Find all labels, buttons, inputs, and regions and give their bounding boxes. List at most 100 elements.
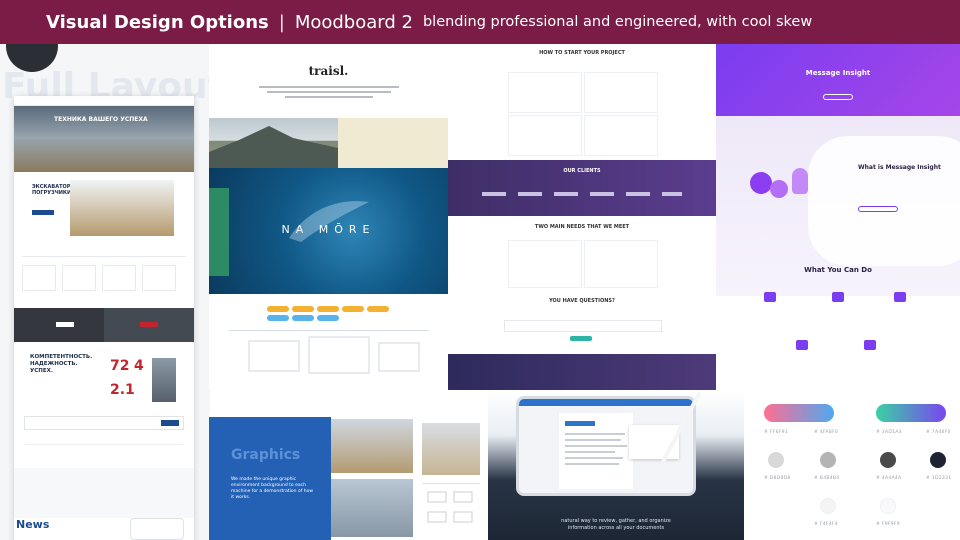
feature-icon (864, 340, 876, 350)
construction-site-mockup: Full Layout ТЕХНИКА ВАШЕГО УСПЕХА ЭКСКАВ… (0, 44, 210, 540)
card (102, 265, 136, 291)
insight-hero: Message Insight (716, 44, 960, 116)
gear-icon (770, 180, 788, 198)
product-section: ЭКСКАВАТОРЫ-ПОГРУЗЧИКИ (14, 172, 194, 240)
document-lines (565, 421, 627, 465)
feature-card (508, 72, 582, 113)
hero-button (823, 94, 853, 100)
tag-pill (292, 315, 314, 321)
ocean-photo: NA MŌRE (209, 168, 448, 294)
tag-pill (317, 315, 339, 321)
card (62, 265, 96, 291)
feature-card (584, 72, 658, 113)
section-heading: HOW TO START YOUR PROJECT (539, 50, 625, 56)
stat-value: 72 (110, 358, 130, 374)
news-heading: News (16, 518, 50, 531)
machine-sketches (422, 483, 480, 533)
hex-label: # F4F4F4 (814, 522, 838, 527)
graphics-title: Graphics (231, 447, 301, 463)
hex-label: # 3AD1A3 (876, 430, 902, 435)
insight-title: Message Insight (805, 69, 871, 77)
traisl-logo: traisl. (308, 64, 349, 78)
green-side-bar (209, 188, 229, 276)
hex-label: # FF6F91 (764, 430, 788, 435)
color-swatch (930, 452, 946, 468)
title-separator: | (278, 11, 285, 33)
hero-heading: ТЕХНИКА ВАШЕГО УСПЕХА (54, 116, 148, 123)
feature-card (508, 115, 582, 156)
tag-pill (292, 306, 314, 312)
needs-grid (508, 240, 658, 288)
section-heading: OUR CLIENTS (563, 168, 601, 174)
tag-pill (317, 306, 339, 312)
slide-title: Visual Design Options (46, 11, 269, 33)
stat-value: 2.1 (110, 382, 135, 398)
what-is-section: What is Message Insight (716, 116, 960, 296)
submit-button (570, 336, 592, 341)
dark-banner (14, 308, 194, 342)
color-swatch (768, 452, 784, 468)
need-card (584, 240, 658, 288)
subscribe-button (161, 420, 179, 426)
client-logos (482, 192, 682, 196)
product-heading: ЭКСКАВАТОРЫ-ПОГРУЗЧИКИ (32, 184, 78, 196)
need-card (508, 240, 582, 288)
tablet-device (516, 396, 696, 496)
forklift-photo (331, 479, 413, 537)
subscribe-bar (24, 416, 184, 430)
color-swatch (820, 452, 836, 468)
color-swatch (880, 498, 896, 514)
project-site-mockup: HOW TO START YOUR PROJECT OUR CLIENTS TW… (448, 44, 716, 390)
banner-button (56, 322, 74, 327)
tablet-caption: natural way to review, gather, and organ… (488, 518, 744, 531)
feature-icon (764, 292, 776, 302)
card (142, 265, 176, 291)
site-nav (14, 96, 194, 106)
color-palette: # FF6F91 # 4FA8F0 # 3AD1A3 # 7A46F0 # D8… (744, 390, 960, 540)
tag-pill (342, 306, 364, 312)
message-insight-mockup: Message Insight What is Message Insight … (716, 44, 960, 390)
slide-description: blending professional and engineered, wi… (422, 14, 813, 30)
section-heading: TWO MAIN NEEDS THAT WE MEET (534, 224, 630, 230)
learn-button (858, 206, 898, 212)
tag-pill (267, 315, 289, 321)
slide-subtitle: Moodboard 2 (294, 11, 413, 33)
cream-panel (338, 118, 448, 168)
gear-icon (750, 172, 772, 194)
mountain-shape (209, 126, 338, 168)
section-heading: YOU HAVE QUESTIONS? (549, 298, 615, 304)
intro-text-lines (259, 86, 399, 98)
caption-line: information across all your documents (567, 524, 665, 531)
floor-plan-sketch (229, 330, 429, 384)
tablet-mockup: natural way to review, gather, and organ… (488, 390, 744, 540)
banner-button (140, 322, 158, 327)
product-button (32, 210, 54, 215)
excavator-photo (422, 423, 480, 475)
ocean-word: NA MŌRE (281, 223, 376, 236)
card (22, 265, 56, 291)
tag-pills (267, 306, 397, 321)
color-swatch (820, 498, 836, 514)
feature-icon (832, 292, 844, 302)
feature-icon (796, 340, 808, 350)
stat-value: 4 (134, 358, 144, 374)
color-swatch (880, 452, 896, 468)
white-blob (808, 136, 960, 266)
graphics-blue-block: Graphics We made the unique graphic envi… (209, 417, 331, 540)
graphics-mockup: Graphics We made the unique graphic envi… (209, 413, 488, 540)
feature-card (584, 115, 658, 156)
sketch-lines (427, 491, 473, 523)
site-footer (14, 468, 194, 518)
tag-pill (267, 306, 289, 312)
hex-label: # D8D8D8 (764, 476, 791, 481)
hex-label: # 4A4A4A (876, 476, 902, 481)
product-photo (70, 180, 174, 236)
floor-plan-lines (248, 336, 420, 374)
hex-label: # B4B4B4 (814, 476, 840, 481)
footer-band (448, 354, 716, 390)
hex-label: # 1D2331 (926, 476, 952, 481)
feature-icon (894, 292, 906, 302)
mobile-preview (130, 518, 184, 540)
gradient-swatch (876, 404, 946, 422)
